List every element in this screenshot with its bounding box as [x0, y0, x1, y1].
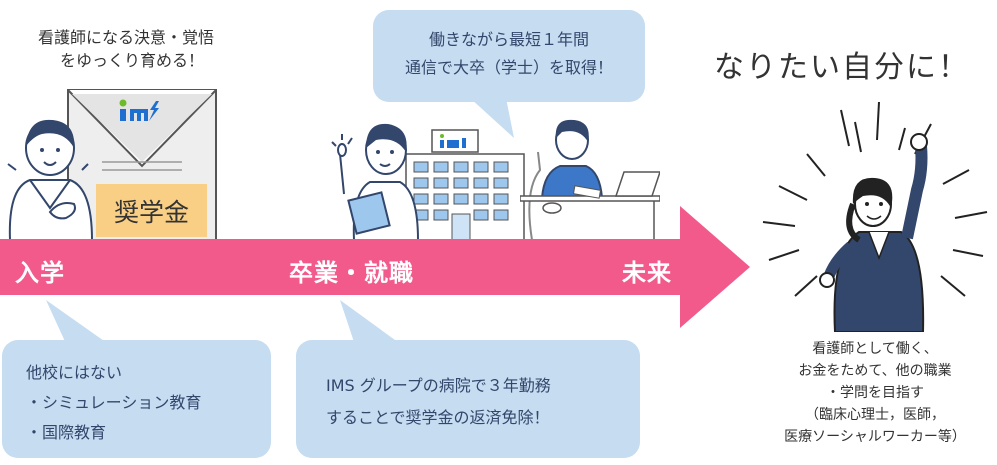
hospital-building-icon: [405, 129, 525, 240]
stage-graduation-label: 卒業・就職: [289, 259, 414, 287]
education-line3: ・国際教育: [26, 423, 107, 442]
nurse-student-illustration: [7, 119, 94, 240]
education-bubble-tail: [46, 300, 114, 348]
cheering-woman-illustration: [762, 101, 988, 332]
ims-logo-icon: [119, 99, 159, 121]
work-study-bubble-tail: [470, 98, 514, 138]
intro-text-line1: 看護師になる決意・覚悟: [38, 28, 215, 47]
future-options-line3: ・学問を目指す: [826, 385, 924, 401]
headline: なりたい自分に！: [714, 50, 970, 85]
intro-text: 看護師になる決意・覚悟 をゆっくり育める！: [38, 26, 298, 72]
work-study-line2: 通信で大卒（学士）を取得！: [404, 58, 613, 77]
education-line2: ・シミュレーション教育: [26, 393, 202, 412]
work-study-line1: 働きながら最短１年間: [428, 30, 589, 49]
stage-future-label: 未来: [622, 259, 672, 287]
work-study-bubble: 働きながら最短１年間 通信で大卒（学士）を取得！: [373, 10, 645, 102]
scholarship-label: 奨学金: [113, 197, 189, 227]
laptop-icon: [614, 171, 660, 197]
scholarship-badge: 奨学金: [96, 184, 207, 237]
office-worker-illustration: [520, 119, 660, 240]
coffee-cup-icon: [542, 202, 562, 214]
repayment-line2: することで奨学金の返済免除！: [326, 408, 550, 427]
stage-entry-label: 入学: [15, 259, 65, 287]
future-options-line4: （臨床心理士，医師，: [805, 407, 945, 423]
education-line1: 他校にはない: [26, 363, 123, 382]
timeline-arrow: [0, 206, 750, 328]
future-options-line2: お金をためて、他の職業: [798, 363, 952, 379]
nurse-graduate-illustration: [331, 123, 420, 240]
repayment-line1: IMS グループの病院で３年勤務: [326, 376, 551, 395]
education-bubble: 他校にはない ・シミュレーション教育 ・国際教育: [2, 340, 271, 458]
intro-text-line2: をゆっくり育める！: [60, 51, 205, 70]
future-options-line5: 医療ソーシャルワーカー等）: [784, 429, 966, 445]
future-options-text: 看護師として働く、 お金をためて、他の職業 ・学問を目指す （臨床心理士，医師，…: [755, 338, 995, 448]
repayment-bubble-tail: [340, 300, 406, 348]
repayment-bubble: IMS グループの病院で３年勤務 することで奨学金の返済免除！: [296, 340, 640, 458]
future-options-line1: 看護師として働く、: [812, 341, 938, 357]
